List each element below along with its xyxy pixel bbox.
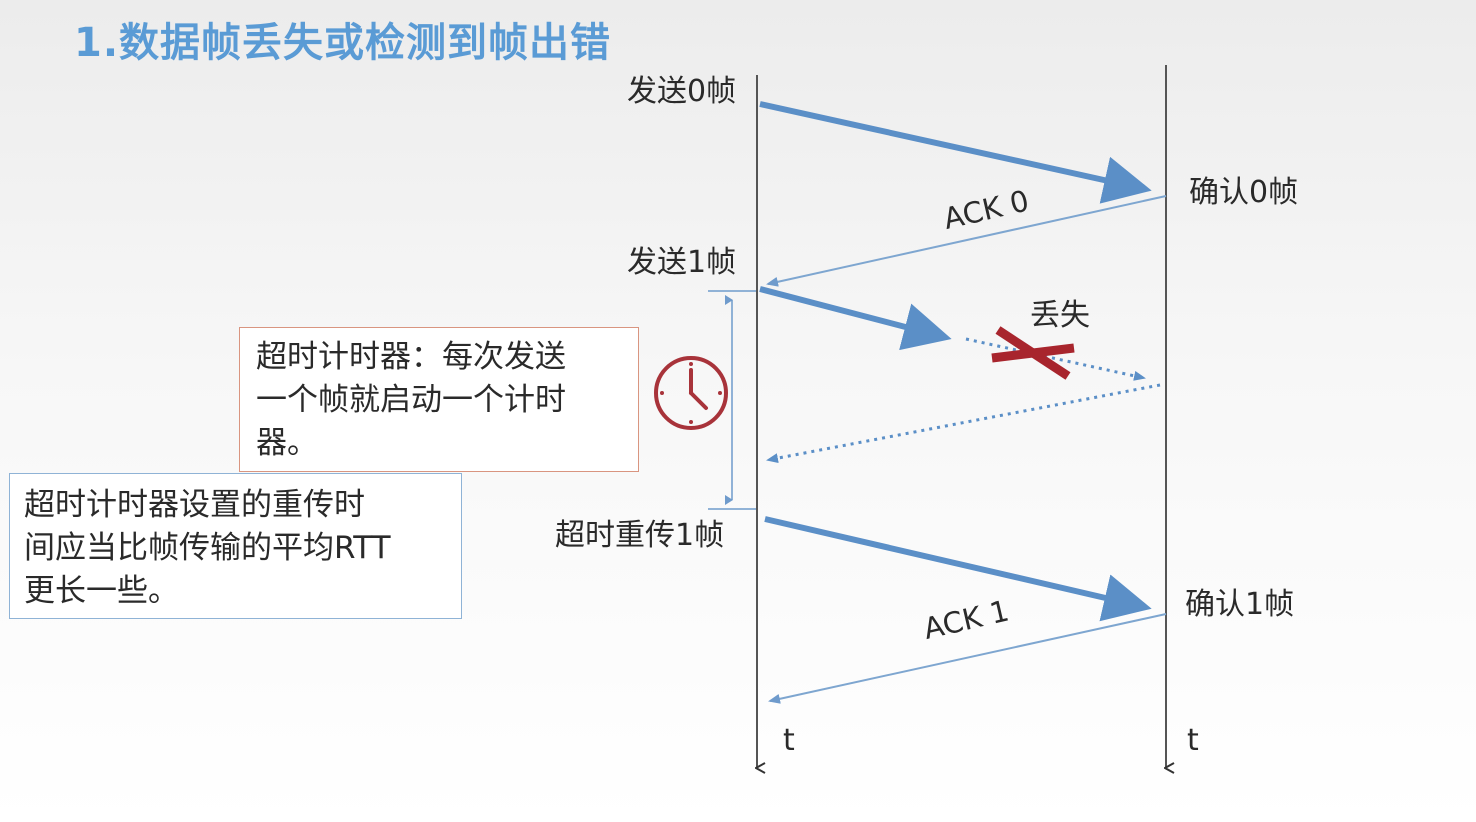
rtt-note: 超时计时器设置的重传时 间应当比帧传输的平均RTT 更长一些。	[9, 473, 462, 619]
timeout-dotted-return	[766, 383, 1161, 464]
retransmit-frame-1-label: 超时重传1帧	[555, 518, 725, 553]
timer-note-line-1: 超时计时器：每次发送	[256, 339, 566, 375]
cross-icon	[991, 326, 1075, 380]
send-frame-1-label: 发送1帧	[627, 245, 737, 280]
timer-note-line-2: 一个帧就启动一个计时	[256, 382, 566, 418]
ack-1-line	[768, 613, 1167, 704]
page-title: 1.数据帧丢失或检测到帧出错	[74, 20, 612, 66]
timer-note-line-3: 器。	[256, 425, 318, 461]
frame-0-arrow	[759, 101, 1152, 204]
rtt-note-line-3: 更长一些。	[24, 573, 179, 609]
timeout-bracket	[708, 290, 756, 510]
sender-time-label: t	[783, 723, 795, 758]
send-frame-0-label: 发送0帧	[627, 74, 737, 109]
rtt-note-line-2: 间应当比帧传输的平均RTT	[24, 530, 391, 566]
retransmit-frame-1-arrow	[764, 516, 1152, 622]
receiver-time-label: t	[1187, 723, 1199, 758]
confirm-frame-1-label: 确认1帧	[1185, 587, 1295, 622]
clock-icon	[654, 356, 728, 430]
ack-0-line	[766, 195, 1167, 287]
rtt-note-line-1: 超时计时器设置的重传时	[24, 487, 365, 523]
lost-label: 丢失	[1030, 298, 1090, 333]
timer-note: 超时计时器：每次发送 一个帧就启动一个计时 器。	[239, 327, 639, 472]
frame-1-arrow	[759, 286, 952, 351]
confirm-frame-0-label: 确认0帧	[1189, 175, 1299, 210]
